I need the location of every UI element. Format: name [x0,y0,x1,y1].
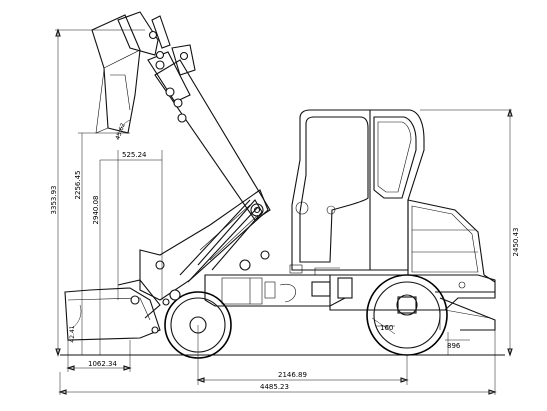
pin-height-label: 2940.08 [92,196,100,225]
lift-cylinder [179,199,270,283]
clearance-label: 896 [447,342,461,350]
rear-counterweight [439,274,496,330]
step-label: 160 [380,324,393,332]
rear-wheel [366,274,448,356]
lower-lift-arm [139,189,269,306]
dimension-lines [55,28,513,395]
dump-height-label: 2256.45 [74,171,82,200]
chassis [204,274,496,331]
upper-linkage [117,11,196,76]
dump-angle-label: 45.62 [114,122,127,141]
boom-raised [147,51,271,221]
reach-label: 525.24 [122,151,147,159]
rollback-angle-label: 42.41 [69,325,76,342]
max-height-label: 3353.93 [50,186,58,215]
dig-depth-label: 1062.34 [88,360,117,368]
bucket-raised [91,14,141,134]
wheelbase-label: 2146.89 [278,371,307,379]
overall-length-label: 4485.23 [260,383,289,391]
engine-hood [407,199,485,276]
operator-cab [289,109,425,275]
cab-height-label: 2450.43 [512,228,520,257]
bucket-lowered [64,279,161,341]
